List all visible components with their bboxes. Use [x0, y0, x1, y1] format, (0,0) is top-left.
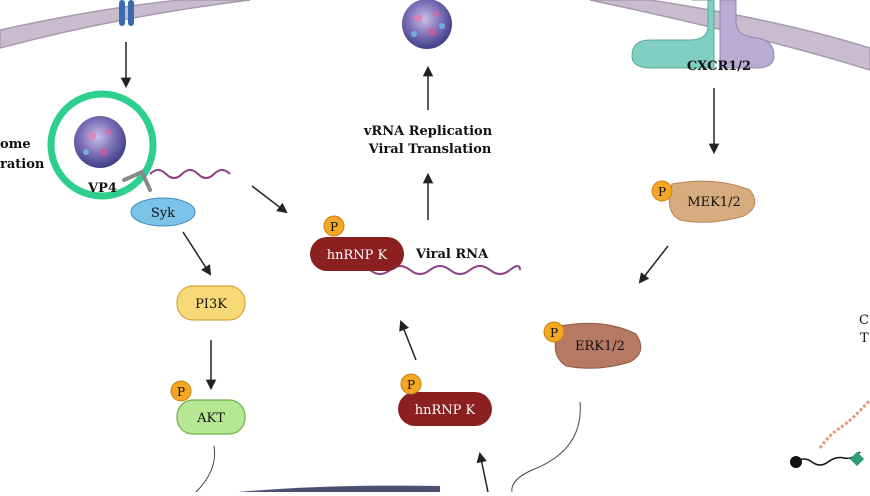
syk-node: [130, 197, 196, 227]
arrow-syk-to-pi3k: [182, 231, 212, 276]
vp4-label: VP4: [87, 181, 117, 196]
hnrnp-upper-phospho-icon: P: [323, 215, 345, 237]
arrow-vp4-to-hnrnp: [251, 185, 288, 214]
vp4-rna-wave: [149, 169, 231, 179]
vp4-connector: [122, 169, 152, 192]
svg-text:P: P: [330, 220, 338, 234]
endosome-label-line1: ome: [0, 137, 31, 152]
right-edge-label-1: C: [859, 313, 869, 328]
syk-label: Syk: [151, 206, 175, 221]
hnrnp-upper-node: [310, 237, 404, 271]
cxcr-receptor: [631, 0, 775, 69]
svg-text:P: P: [407, 378, 415, 392]
mek-phospho-icon: P: [651, 180, 673, 202]
nucleus-edge: [238, 485, 440, 492]
akt-node: [176, 399, 246, 435]
svg-text:P: P: [177, 385, 185, 399]
viral-translation-label: Viral Translation: [368, 142, 492, 157]
pi3k-node: [176, 285, 246, 321]
akt-label: AKT: [196, 411, 225, 426]
erk-phospho-icon: P: [543, 321, 565, 343]
right-edge-label-2: T: [860, 331, 869, 346]
svg-text:P: P: [550, 326, 558, 340]
cxcr-label: CXCR1/2: [687, 59, 751, 74]
vrna-replication-label: vRNA Replication: [363, 124, 493, 139]
endosome: [47, 90, 157, 200]
erk-line: [511, 401, 581, 493]
mek-node: [668, 180, 756, 223]
erk-label: ERK1/2: [575, 339, 625, 354]
akt-phospho-icon: P: [170, 380, 192, 402]
arrow-hnrnp-lower-to-upper: [399, 320, 417, 361]
viral-rna-strand: [349, 265, 521, 275]
endosome-label-line2: ration: [0, 157, 45, 172]
viral-rna-label: Viral RNA: [415, 247, 489, 262]
dna-strand-icon: [790, 398, 870, 468]
arrow-mek-to-erk: [638, 245, 669, 284]
virus-top-icon: [402, 0, 452, 49]
left-receptor: [119, 0, 134, 26]
hnrnp-lower-phospho-icon: P: [400, 373, 422, 395]
erk-node: [554, 322, 642, 369]
akt-line: [195, 445, 216, 493]
arrow-bottom-to-hnrnp: [476, 451, 489, 493]
mek-label: MEK1/2: [687, 195, 740, 210]
hnrnp-lower-label: hnRNP K: [415, 403, 476, 418]
svg-text:P: P: [658, 185, 666, 199]
hnrnp-lower-node: [398, 392, 492, 426]
pi3k-label: PI3K: [195, 297, 227, 312]
hnrnp-upper-label: hnRNP K: [327, 248, 388, 263]
